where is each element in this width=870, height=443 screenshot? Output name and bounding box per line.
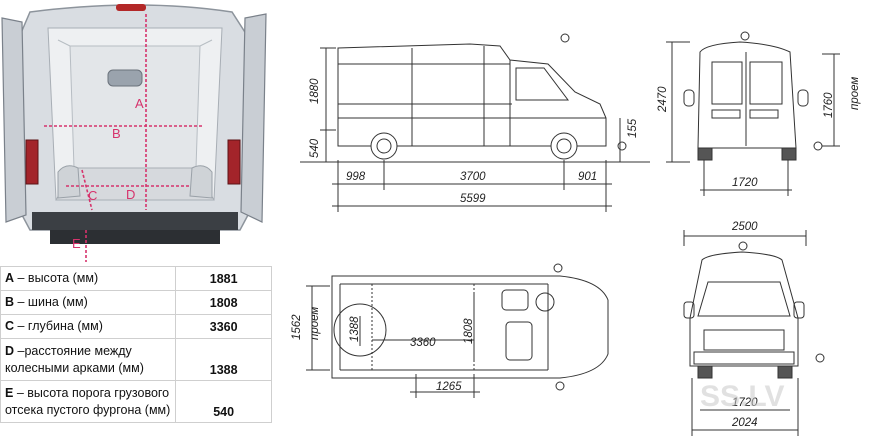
top-arch-distance-dim: 1388 (349, 316, 361, 342)
side-front-overhang-dim: 998 (346, 171, 366, 183)
top-opening-word: проем (309, 307, 321, 340)
side-height-dim: 1880 (309, 78, 321, 104)
row-label: – глубина (мм) (14, 319, 103, 333)
row-label: –расстояние между колесными арками (мм) (5, 343, 144, 375)
watermark: SS.LV (700, 380, 784, 413)
van-technical-drawing: 1880 540 155 998 3700 901 5599 2470 1760… (291, 31, 861, 436)
cargo-area-photo: A B C D E (1, 4, 267, 262)
photo-label-b: B (112, 126, 121, 141)
table-row: E – высота порога грузового отсека пусто… (0, 380, 272, 423)
front-body-width-dim: 2024 (731, 417, 758, 429)
row-value: 3360 (175, 314, 272, 339)
top-door-width-dim: 1265 (436, 381, 462, 393)
rear-opening-height-dim: 1760 (823, 92, 835, 118)
rear-height-dim: 2470 (657, 86, 669, 113)
row-value: 1388 (175, 338, 272, 381)
front-track-dim: 1720 (732, 397, 758, 409)
row-label: – высота порога грузового отсека пустого… (5, 385, 171, 417)
rear-opening-word: проем (849, 77, 861, 110)
side-floor-dim: 540 (309, 138, 321, 158)
row-letter: E (5, 385, 14, 400)
row-label: – высота (мм) (14, 271, 99, 285)
dimensions-table: A – высота (мм) 1881 B – шина (мм) 1808 … (0, 266, 272, 423)
table-row: D –расстояние между колесными арками (мм… (0, 338, 272, 381)
table-row: B – шина (мм) 1808 (0, 290, 272, 315)
table-row: A – высота (мм) 1881 (0, 266, 272, 291)
row-value: 1881 (175, 266, 272, 291)
row-label: – шина (мм) (14, 295, 88, 309)
side-length-dim: 5599 (460, 193, 486, 205)
top-view (306, 263, 609, 398)
side-clearance-dim: 155 (627, 118, 639, 138)
side-wheelbase-dim: 3700 (460, 171, 486, 183)
table-row: C – глубина (мм) 3360 (0, 314, 272, 339)
row-letter: C (5, 319, 15, 333)
photo-label-e: E (72, 236, 81, 251)
front-view (683, 230, 825, 436)
row-value: 540 (175, 380, 272, 423)
photo-label-a: A (135, 96, 144, 111)
rear-track-dim: 1720 (732, 177, 758, 189)
top-opening-width-dim: 1562 (291, 314, 303, 340)
top-cargo-length-dim: 3360 (410, 337, 436, 349)
row-letter: A (5, 271, 15, 285)
side-view (300, 33, 650, 212)
side-rear-overhang-dim: 901 (578, 171, 597, 183)
photo-label-d: D (126, 187, 135, 202)
photo-label-c: C (88, 188, 97, 203)
top-cargo-width-dim: 1808 (463, 318, 475, 344)
row-letter: D (5, 343, 15, 358)
row-letter: B (5, 295, 15, 309)
row-value: 1808 (175, 290, 272, 315)
rear-view (666, 31, 840, 196)
front-mirror-width-dim: 2500 (731, 221, 758, 233)
